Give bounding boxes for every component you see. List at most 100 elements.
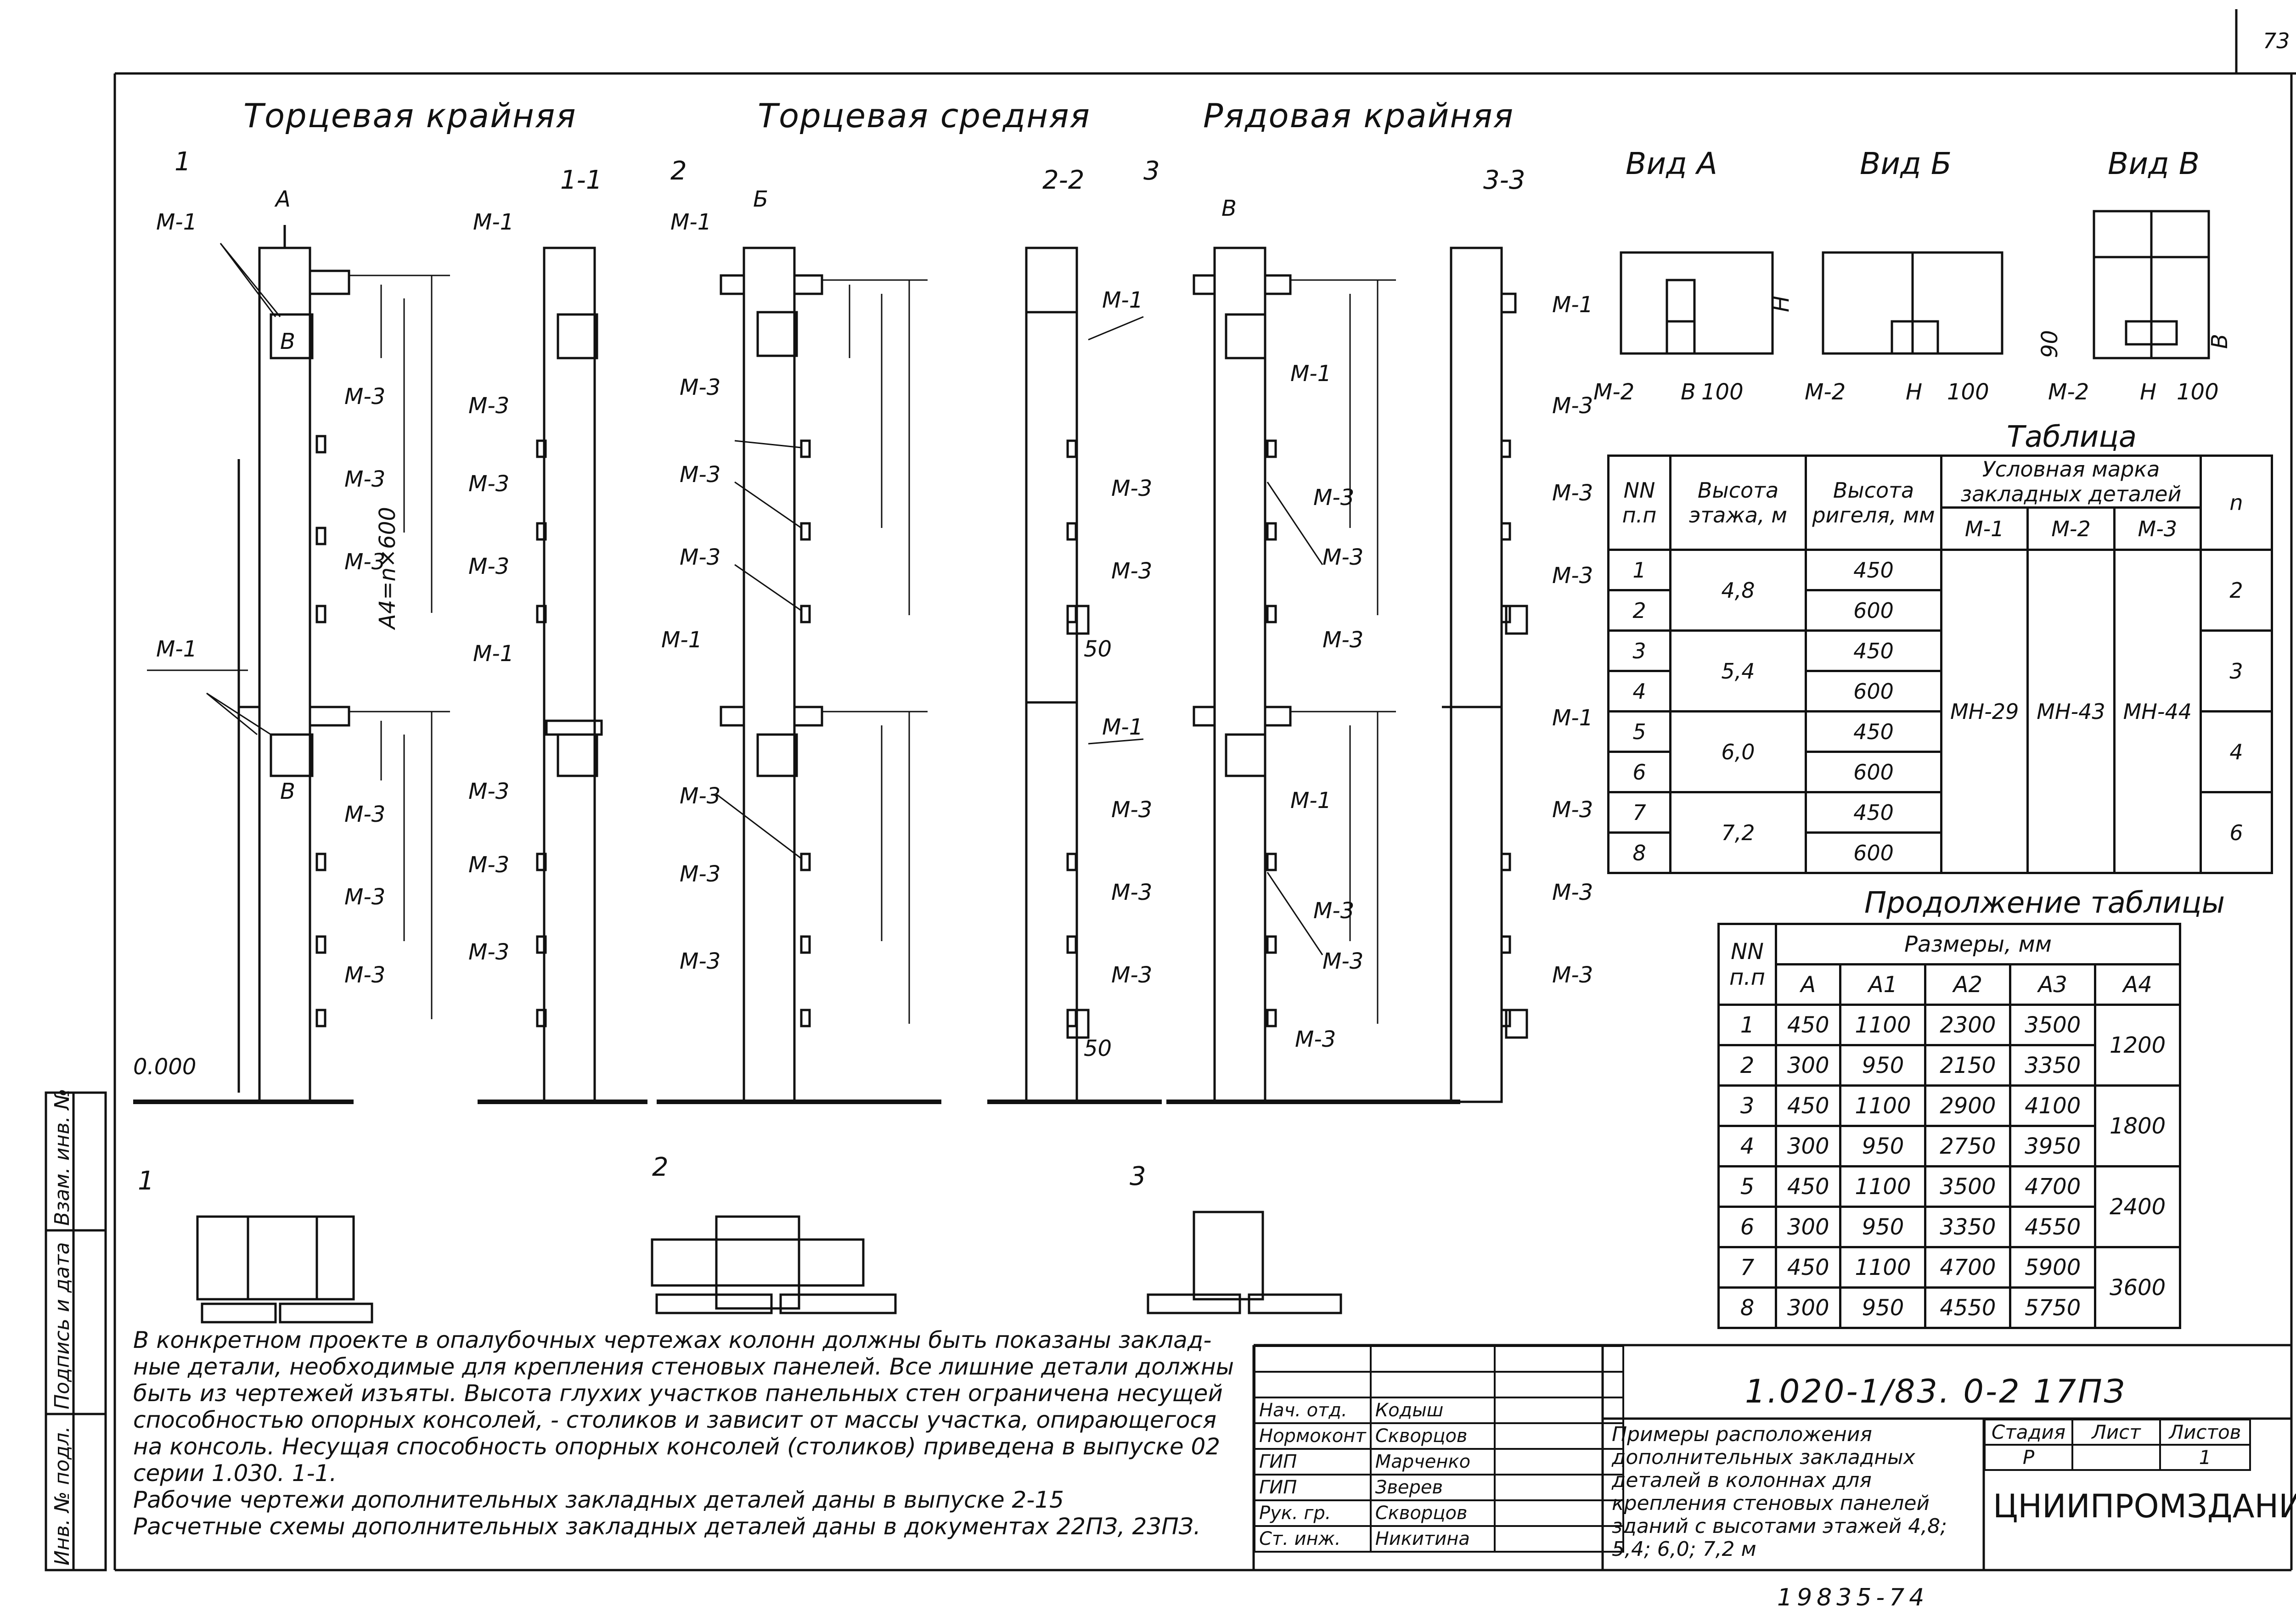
t2-r2-a2: 2150 [1924,1044,2012,1087]
signature-5 [1493,1499,1624,1527]
title-ryadovaya-krainyaya: Рядовая крайняя [1203,96,1514,135]
t2-r3-a1: 1100 [1839,1084,1927,1127]
stage-v-sheet [2071,1444,2161,1471]
section-2-2: 2-2 [1042,165,1085,195]
signature-4 [1493,1474,1624,1501]
title-view-a: Вид А [1626,146,1717,181]
label-zero: 0.000 [133,1054,196,1080]
plan-label-1: 1 [138,1166,154,1196]
t2-r5-a3: 4700 [2009,1165,2097,1208]
label-b1: В [280,329,295,354]
t2-h-nn: NN п.п [1717,923,1777,1006]
note-line-5: на консоль. Несущая способность опорных … [133,1433,1221,1460]
section-3-3: 3-3 [1483,165,1525,195]
side-stamp-inv: Инв. № подл. [51,1426,74,1566]
t2-a4-1: 1200 [2094,1004,2181,1087]
label-m3-11e: М-3 [468,852,509,878]
label-m3-33b: М-3 [1552,480,1593,506]
t1-r3-beam: 450 [1805,629,1942,672]
label-m2-b: М-2 [1805,379,1846,405]
label-m3d: М-3 [344,802,385,827]
t2-h-a: А [1774,963,1842,1006]
t1-r1-floor: 4,8 [1669,549,1807,632]
organization-name: ЦНИИПРОМЗДАНИЙ [1993,1487,2296,1525]
label-m3-22a: М-3 [1111,476,1152,501]
note-line-7: Рабочие чертежи дополнительных закладных… [133,1487,1064,1513]
t2-r1-a2: 2300 [1924,1004,2012,1046]
t2-r1-nn: 1 [1717,1004,1777,1046]
t1-r5-beam: 450 [1805,710,1942,753]
t2-r6-a3: 4550 [2009,1206,2097,1248]
note-line-2: ные детали, необходимые для крепления ст… [133,1353,1234,1380]
staff-name-4: Зверев [1369,1474,1496,1501]
plan-3 [1147,1211,1342,1314]
label-m3-2f: М-3 [680,948,720,974]
note-line-4: способностью опорных консолей, - столико… [133,1407,1217,1433]
label-arrow-v: В [1221,196,1237,221]
label-m3-11f: М-3 [468,939,509,965]
t1-r2-beam: 600 [1805,589,1942,632]
t2-r5-nn: 5 [1717,1165,1777,1208]
t2-r2-a1: 950 [1839,1044,1927,1087]
t1-r1-nn: 1 [1607,549,1671,591]
t2-r2-a: 300 [1774,1044,1842,1087]
t2-r4-a: 300 [1774,1125,1842,1167]
plan-label-3: 3 [1130,1162,1146,1191]
t1-r7-beam: 450 [1805,791,1942,834]
t1-r7-nn: 7 [1607,791,1671,834]
label-h-v: Н [2140,379,2156,405]
note-line-8: Расчетные схемы дополнительных закладных… [133,1513,1201,1540]
label-m3-2d: М-3 [680,783,720,809]
document-title: Примеры расположения дополнительных закл… [1612,1423,1947,1561]
label-m3e: М-3 [344,884,385,910]
label-m3-3f: М-3 [1295,1027,1336,1052]
t2-h-a3: А3 [2009,963,2097,1006]
t2-r4-nn: 4 [1717,1125,1777,1167]
column-3 [1193,247,1396,1103]
label-m3-2a: М-3 [680,375,720,400]
t2-r7-a3: 5900 [2009,1246,2097,1289]
section-1-1: 1-1 [560,165,602,195]
label-arrow-b: Б [753,186,768,212]
t1-m2-value: МН-43 [2026,549,2116,874]
table1: NN п.п Высота этажа, м Высота ригеля, мм… [1607,454,2273,874]
document-number: 1.020-1/83. 0-2 17ПЗ [1745,1373,2127,1410]
table2-caption: Продолжение таблицы [1864,886,2225,920]
t2-r6-a1: 950 [1839,1206,1927,1248]
label-h-b: Н [1906,379,1922,405]
label-m3-11a: М-3 [468,393,509,419]
stage-v-sheets: 1 [2159,1444,2251,1471]
label-m3-11b: М-3 [468,471,509,497]
t1-h-floor: Высота этажа, м [1669,454,1807,551]
label-m3-22c: М-3 [1111,797,1152,823]
label-m1-22: М-1 [1102,287,1143,313]
t2-r6-nn: 6 [1717,1206,1777,1248]
note-line-6: серии 1.030. 1-1. [133,1460,337,1487]
t2-r1-a1: 1100 [1839,1004,1927,1046]
t1-r8-nn: 8 [1607,831,1671,874]
column-3-3 [1442,247,1528,1103]
t2-r8-a2: 4550 [1924,1286,2012,1329]
label-b-v: В [2207,334,2233,349]
archive-number: 19835-74 [1777,1584,1929,1611]
t1-r6-nn: 6 [1607,751,1671,793]
staff-role-6: Ст. инж. [1254,1525,1372,1553]
t2-r7-a2: 4700 [1924,1246,2012,1289]
view-v [2093,210,2210,359]
label-arrow-a: А [274,186,291,212]
t2-r4-a1: 950 [1839,1125,1927,1167]
t1-r2-nn: 2 [1607,589,1671,632]
table1-caption: Таблица [2007,420,2137,454]
label-m2-a: М-2 [1593,379,1634,405]
label-b-a: В [1681,379,1696,405]
label-m3c: М-3 [344,549,385,575]
label-m3-33a: М-3 [1552,393,1593,419]
t2-a4-2: 1800 [2094,1084,2181,1167]
plan-1 [196,1215,373,1324]
t1-m3-value: МН-44 [2113,549,2202,874]
label-m3-2b: М-3 [680,462,720,488]
plan-label-2: 2 [652,1152,669,1182]
label-m3-33e: М-3 [1552,880,1593,905]
staff-role-5: Рук. гр. [1254,1499,1372,1527]
